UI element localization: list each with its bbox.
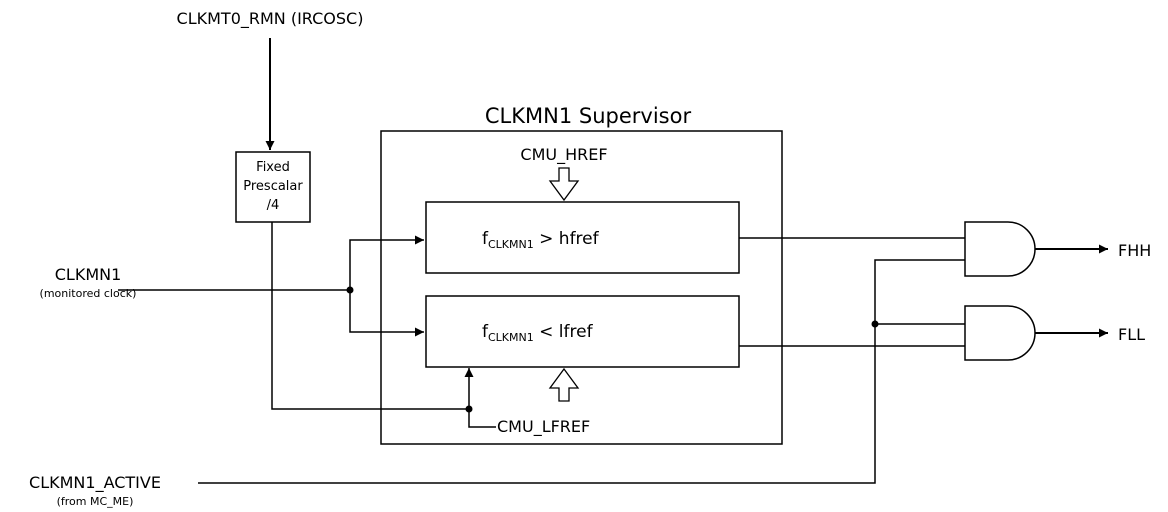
and-gate-low — [964, 305, 1036, 361]
supervisor-title: CLKMN1 Supervisor — [485, 104, 692, 128]
active-input-sublabel: (from MC_ME) — [57, 495, 134, 508]
lfref-hollow-arrow — [548, 367, 580, 402]
prescaler-block — [235, 151, 311, 223]
low-comparator-block — [425, 295, 740, 368]
clk-input-label: CLKMN1 — [55, 265, 122, 284]
hfref-input-label: CMU_HREF — [520, 145, 607, 165]
prescaler-line1: Fixed — [256, 160, 290, 175]
fll-label: FLL — [1118, 325, 1145, 344]
high-f: f — [482, 229, 489, 249]
active-input-label: CLKMN1_ACTIVE — [29, 473, 161, 493]
clk-to-low-wire — [349, 290, 424, 337]
active-wire — [198, 259, 965, 484]
low-sub: CLKMN1 — [488, 331, 534, 344]
low-f: f — [482, 322, 489, 342]
prescaler-line2: Prescalar — [243, 179, 303, 194]
lfref-input-label: CMU_LFREF — [497, 417, 590, 437]
irc-source-label: CLKMT0_RMN (IRCOSC) — [177, 9, 364, 29]
high-sub: CLKMN1 — [488, 238, 534, 251]
prescaler-line3: /4 — [267, 198, 280, 213]
fhh-label: FHH — [1118, 241, 1151, 260]
prescaler-output-wire — [271, 222, 469, 410]
low-comparator-expr: fCLKMN1 < lfref — [482, 322, 594, 344]
clk-input-sublabel: (monitored clock) — [40, 287, 137, 300]
lfref-wire — [468, 409, 496, 428]
supervisor-box — [380, 130, 783, 445]
clk-to-high-wire — [349, 235, 424, 290]
high-comparator-expr: fCLKMN1 > hfref — [482, 229, 600, 251]
hfref-hollow-arrow — [548, 167, 580, 202]
high-rest: > hfref — [534, 229, 600, 249]
and-gate-high — [964, 221, 1036, 277]
low-rest: < lfref — [534, 322, 594, 342]
